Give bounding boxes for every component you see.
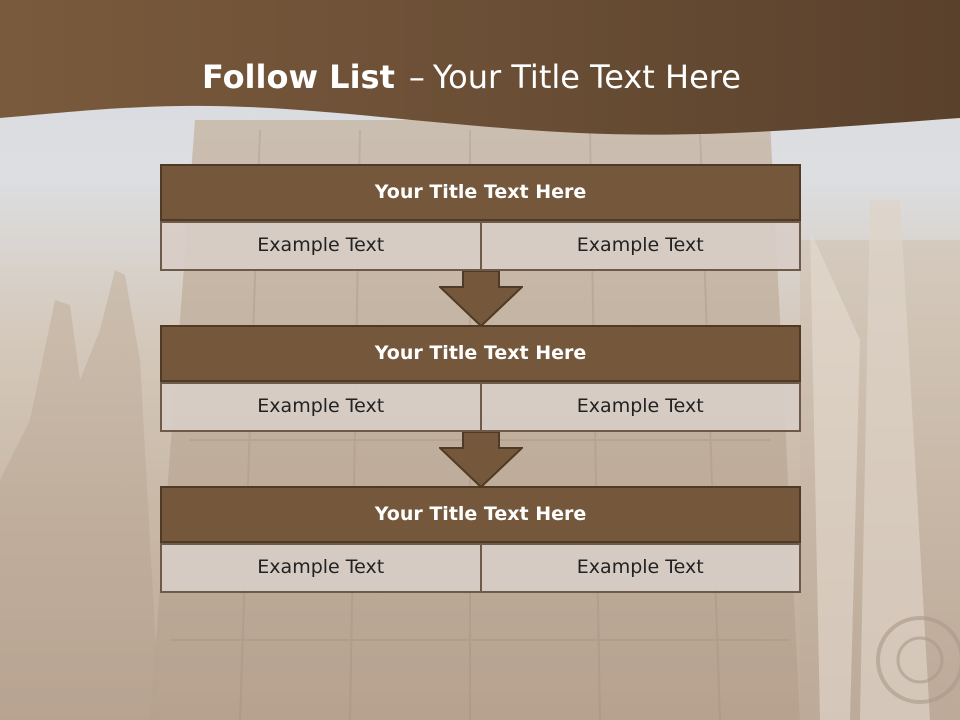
block-row: Example Text Example Text — [160, 221, 801, 271]
slide-title-separator: – — [408, 58, 425, 96]
header-band — [0, 0, 960, 135]
flow-block-3: Your Title Text Here Example Text Exampl… — [160, 486, 801, 593]
slide-title: Follow List–Your Title Text Here — [202, 55, 902, 99]
block-row: Example Text Example Text — [160, 382, 801, 432]
flow-block-2: Your Title Text Here Example Text Exampl… — [160, 325, 801, 432]
slide-title-bold: Follow List — [202, 58, 395, 96]
block-cell-right[interactable]: Example Text — [481, 382, 801, 432]
block-cell-left[interactable]: Example Text — [160, 221, 482, 271]
block-cell-left[interactable]: Example Text — [160, 382, 482, 432]
block-title[interactable]: Your Title Text Here — [160, 486, 801, 543]
block-cell-right[interactable]: Example Text — [481, 543, 801, 593]
block-title[interactable]: Your Title Text Here — [160, 325, 801, 382]
block-cell-right[interactable]: Example Text — [481, 221, 801, 271]
down-arrow-icon — [439, 432, 523, 488]
block-title[interactable]: Your Title Text Here — [160, 164, 801, 221]
slide-title-text: Your Title Text Here — [432, 58, 741, 96]
block-cell-left[interactable]: Example Text — [160, 543, 482, 593]
flow-block-1: Your Title Text Here Example Text Exampl… — [160, 164, 801, 271]
block-row: Example Text Example Text — [160, 543, 801, 593]
down-arrow-icon — [439, 271, 523, 327]
